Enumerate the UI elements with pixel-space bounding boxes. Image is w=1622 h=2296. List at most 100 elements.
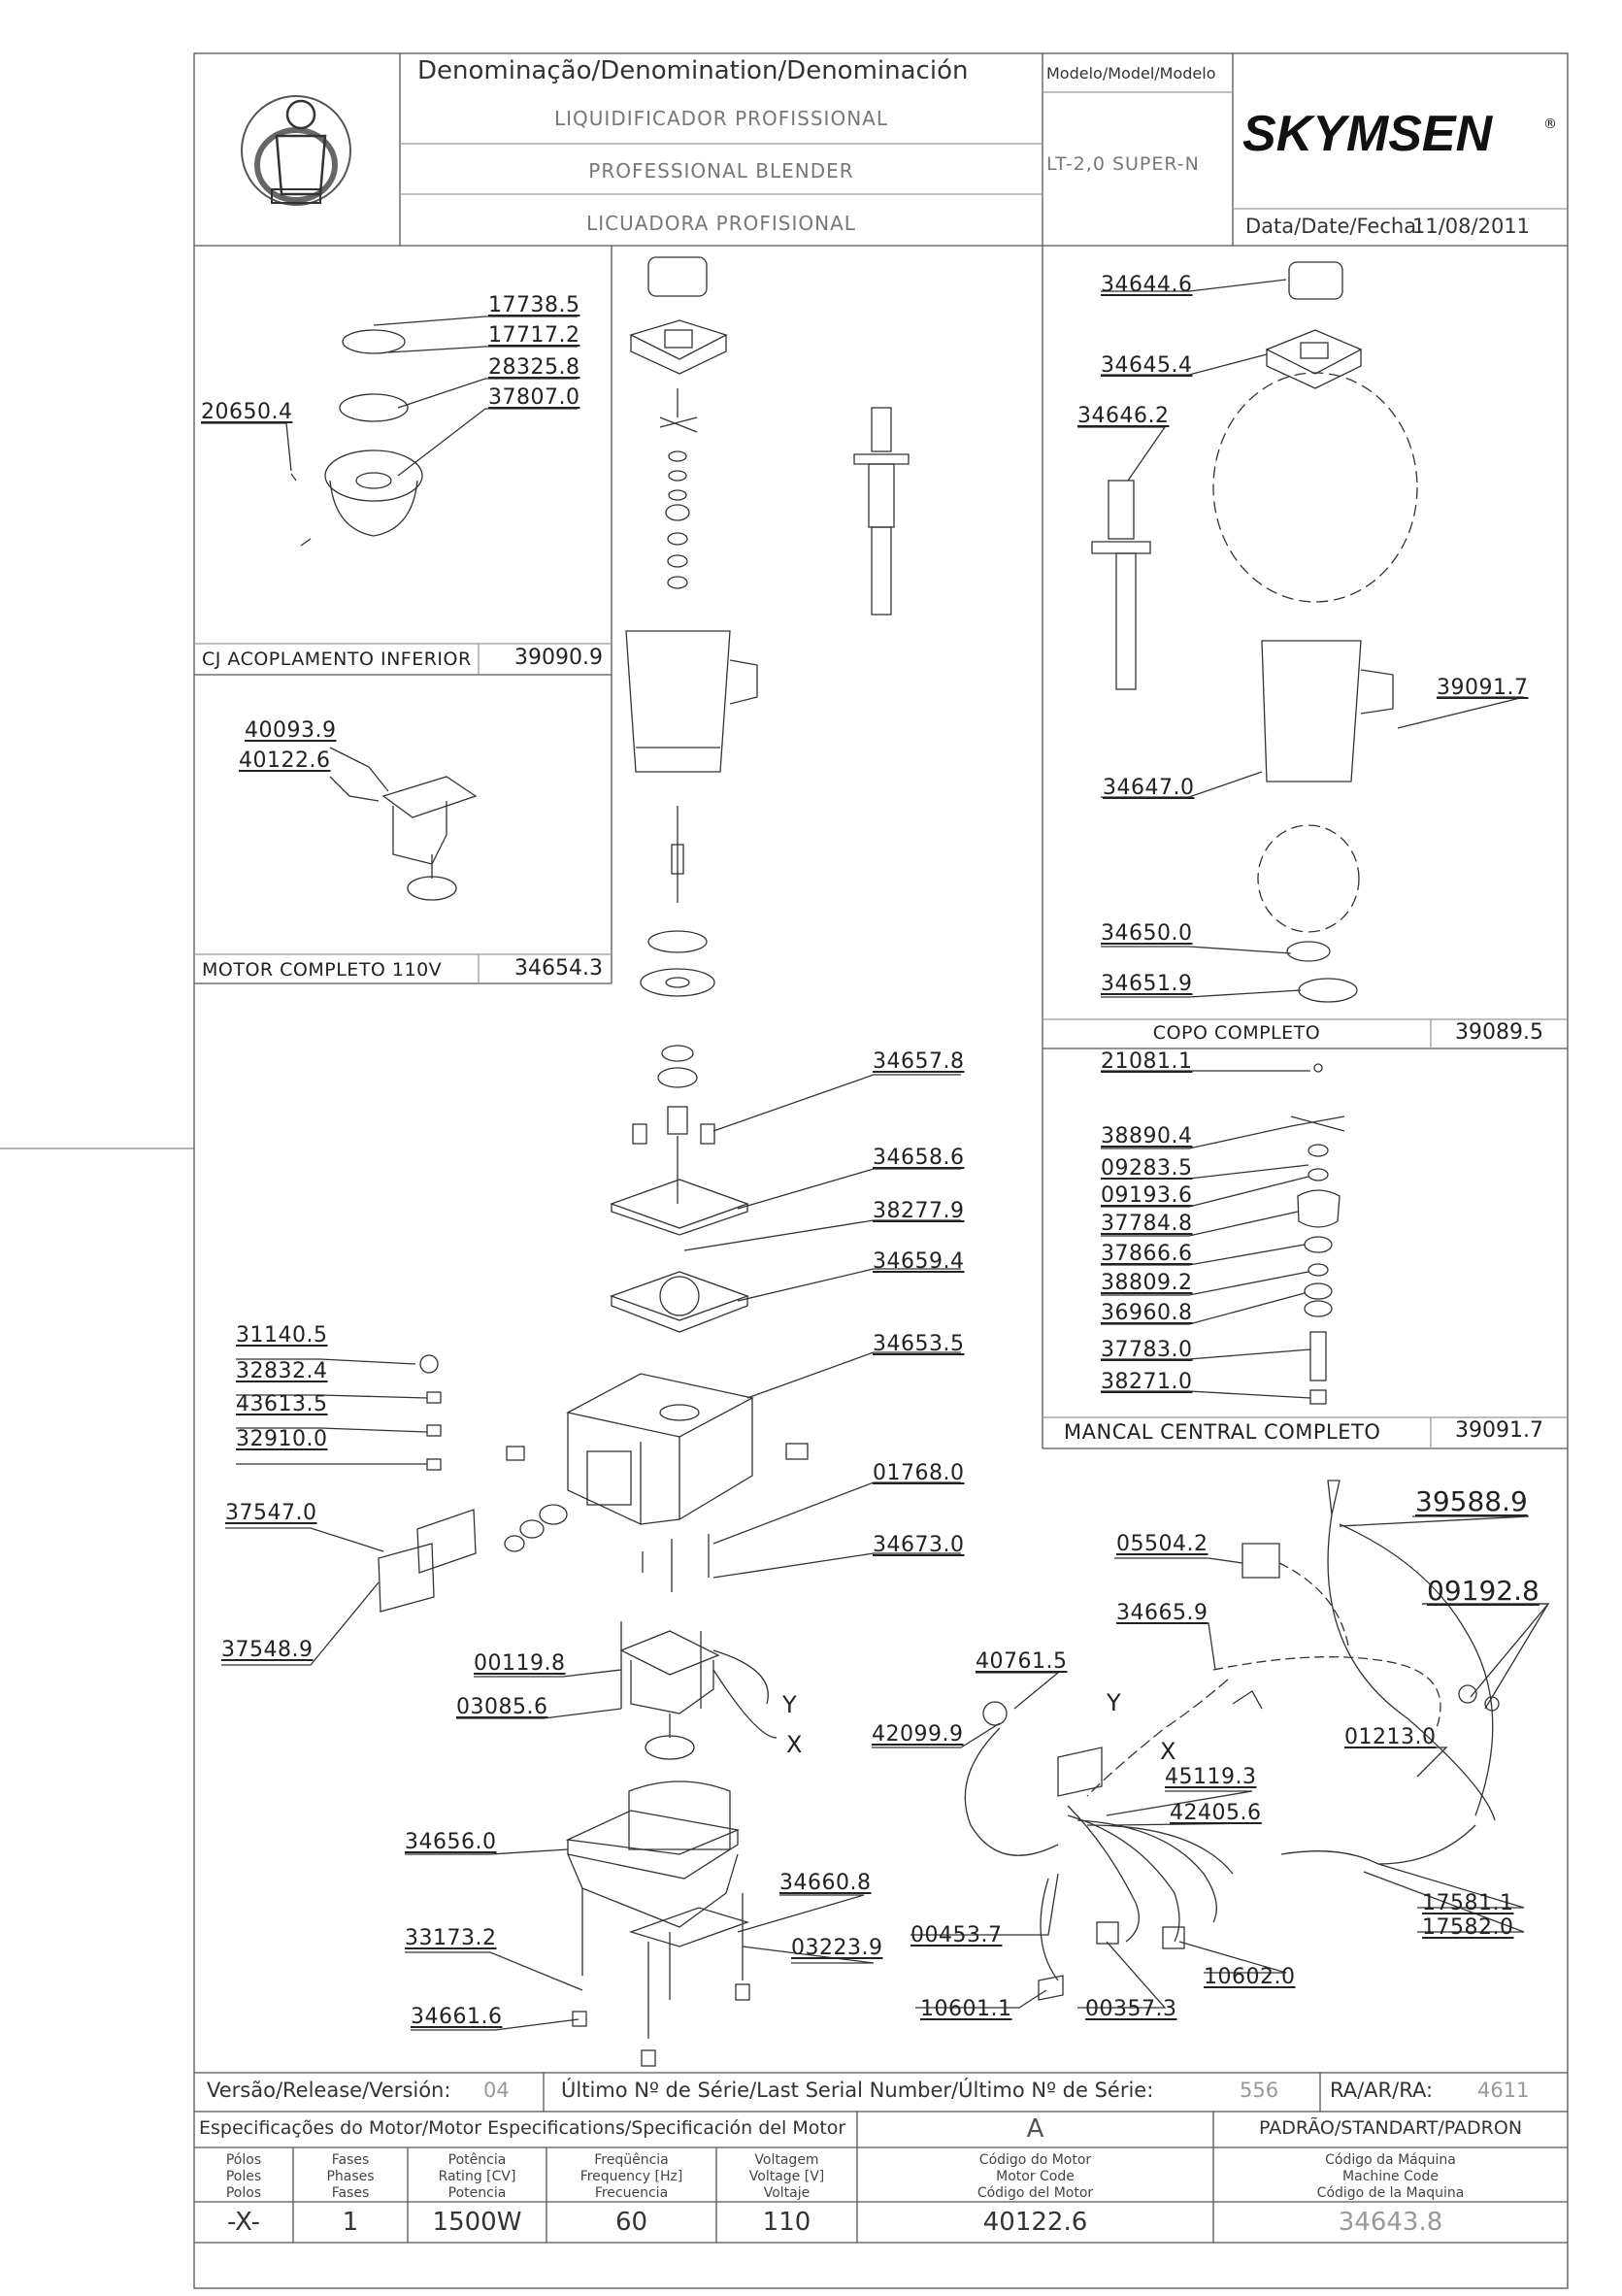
panel-title-cup: COPO COMPLETO	[1152, 1022, 1321, 1044]
part-label: 39091.7	[1437, 676, 1529, 700]
spec-variant: A	[1026, 2114, 1044, 2144]
part-label: 34647.0	[1103, 776, 1195, 800]
spec-value-poles: -X-	[227, 2208, 260, 2237]
part-label: 00453.7	[910, 1923, 1003, 1947]
panel-title-bearing: MANCAL CENTRAL COMPLETO	[1064, 1420, 1381, 1444]
part-label: 34653.5	[873, 1332, 965, 1356]
part-label: 34660.8	[779, 1871, 872, 1895]
part-label: 28325.8	[488, 355, 580, 380]
part-label: 37784.8	[1101, 1212, 1193, 1236]
part-label: 34665.9	[1116, 1601, 1208, 1625]
part-label: 09193.6	[1101, 1183, 1193, 1208]
part-label: 10602.0	[1204, 1965, 1296, 1989]
part-label: 10601.1	[920, 1997, 1012, 2021]
part-label: 34658.6	[873, 1146, 965, 1170]
part-label: 17738.5	[488, 293, 580, 317]
part-label: 40761.5	[976, 1649, 1068, 1674]
part-label: 34644.6	[1101, 273, 1193, 297]
part-label: 34657.8	[873, 1049, 965, 1074]
model-value: LT-2,0 SUPER-N	[1046, 153, 1200, 175]
part-label: 21081.1	[1101, 1049, 1193, 1074]
part-label: 32910.0	[236, 1427, 328, 1451]
panel-title-coupling: CJ ACOPLAMENTO INFERIOR	[202, 649, 472, 670]
serial-label: Último Nº de Série/Last Serial Number/Úl…	[561, 2079, 1154, 2102]
part-label: 37783.0	[1101, 1338, 1193, 1362]
panel-code-motor: 34654.3	[514, 956, 603, 981]
brand-logo: SKYMSEN ®	[1242, 106, 1557, 162]
date-value: 11/08/2011	[1412, 215, 1531, 238]
spec-title: Especificações do Motor/Motor Especifica…	[199, 2117, 846, 2139]
part-label: 00357.3	[1085, 1997, 1177, 2021]
part-label: 43613.5	[236, 1392, 328, 1416]
part-label: 05504.2	[1116, 1532, 1208, 1556]
part-label: 32832.4	[236, 1359, 328, 1383]
spec-value-voltage: 110	[762, 2208, 811, 2237]
part-label: 09192.8	[1427, 1575, 1539, 1607]
ra-value: 4611	[1477, 2079, 1530, 2102]
part-label: 33173.2	[405, 1926, 497, 1950]
spec-value-phases: 1	[342, 2208, 359, 2237]
part-label: 34651.9	[1101, 972, 1193, 996]
part-label: 42405.6	[1170, 1801, 1262, 1825]
part-label: 34673.0	[873, 1533, 965, 1557]
panel-code-cup: 39089.5	[1455, 1020, 1543, 1045]
part-label: 34645.4	[1101, 353, 1193, 378]
product-name-es: LICUADORA PROFISIONAL	[586, 212, 856, 235]
part-label: 17581.1	[1422, 1891, 1514, 1915]
part-label: 39588.9	[1415, 1485, 1528, 1517]
part-label: 36960.8	[1101, 1301, 1193, 1325]
part-label: 03223.9	[791, 1936, 883, 1960]
ra-label: RA/AR/RA:	[1330, 2079, 1434, 2102]
denomination-title: Denominação/Denomination/Denominación	[417, 56, 969, 85]
part-label: 17582.0	[1422, 1915, 1514, 1940]
part-label: 40093.9	[245, 718, 337, 743]
standard-label: PADRÃO/STANDART/PADRON	[1258, 2117, 1523, 2139]
part-label: 01768.0	[873, 1461, 965, 1485]
wire-label-y: Y	[1107, 1689, 1121, 1716]
spec-value-power: 1500W	[432, 2208, 522, 2237]
part-label: 45119.3	[1165, 1765, 1257, 1789]
wire-label-y: Y	[782, 1691, 797, 1718]
part-label: 38890.4	[1101, 1124, 1193, 1148]
part-label: 34650.0	[1101, 921, 1193, 946]
version-label: Versão/Release/Versión:	[207, 2079, 451, 2102]
part-label: 31140.5	[236, 1323, 328, 1348]
part-label: 37548.9	[221, 1638, 314, 1662]
part-label: 03085.6	[456, 1695, 548, 1719]
part-label: 09283.5	[1101, 1156, 1193, 1181]
authorized-service-stamp	[241, 95, 351, 206]
panel-code-bearing: 39091.7	[1455, 1418, 1543, 1443]
part-label: 40122.6	[239, 749, 331, 773]
brand-wordmark: SKYMSEN	[1242, 106, 1494, 162]
brand-registered-mark: ®	[1543, 116, 1557, 132]
product-name-en: PROFESSIONAL BLENDER	[588, 159, 854, 183]
part-label: 17717.2	[488, 323, 580, 348]
serial-value: 556	[1240, 2079, 1279, 2102]
part-label: 20650.4	[201, 400, 293, 424]
date-label: Data/Date/Fecha:	[1245, 215, 1424, 238]
wire-label-x: X	[1160, 1738, 1176, 1765]
part-label: 37807.0	[488, 385, 580, 410]
part-label: 38809.2	[1101, 1271, 1193, 1295]
wire-label-x: X	[786, 1731, 803, 1758]
part-label: 01213.0	[1344, 1725, 1437, 1749]
spec-value-frequency: 60	[614, 2208, 648, 2237]
part-label: 37866.6	[1101, 1242, 1193, 1266]
product-name-pt: LIQUIDIFICADOR PROFISSIONAL	[554, 107, 888, 130]
part-label: 00119.8	[474, 1651, 566, 1676]
part-label: 34661.6	[411, 2005, 503, 2029]
part-label: 42099.9	[872, 1722, 964, 1747]
part-label: 34659.4	[873, 1249, 965, 1274]
part-label: 38271.0	[1101, 1370, 1193, 1394]
spec-value-machine-code: 34643.8	[1338, 2208, 1443, 2237]
part-label: 34646.2	[1077, 404, 1170, 428]
